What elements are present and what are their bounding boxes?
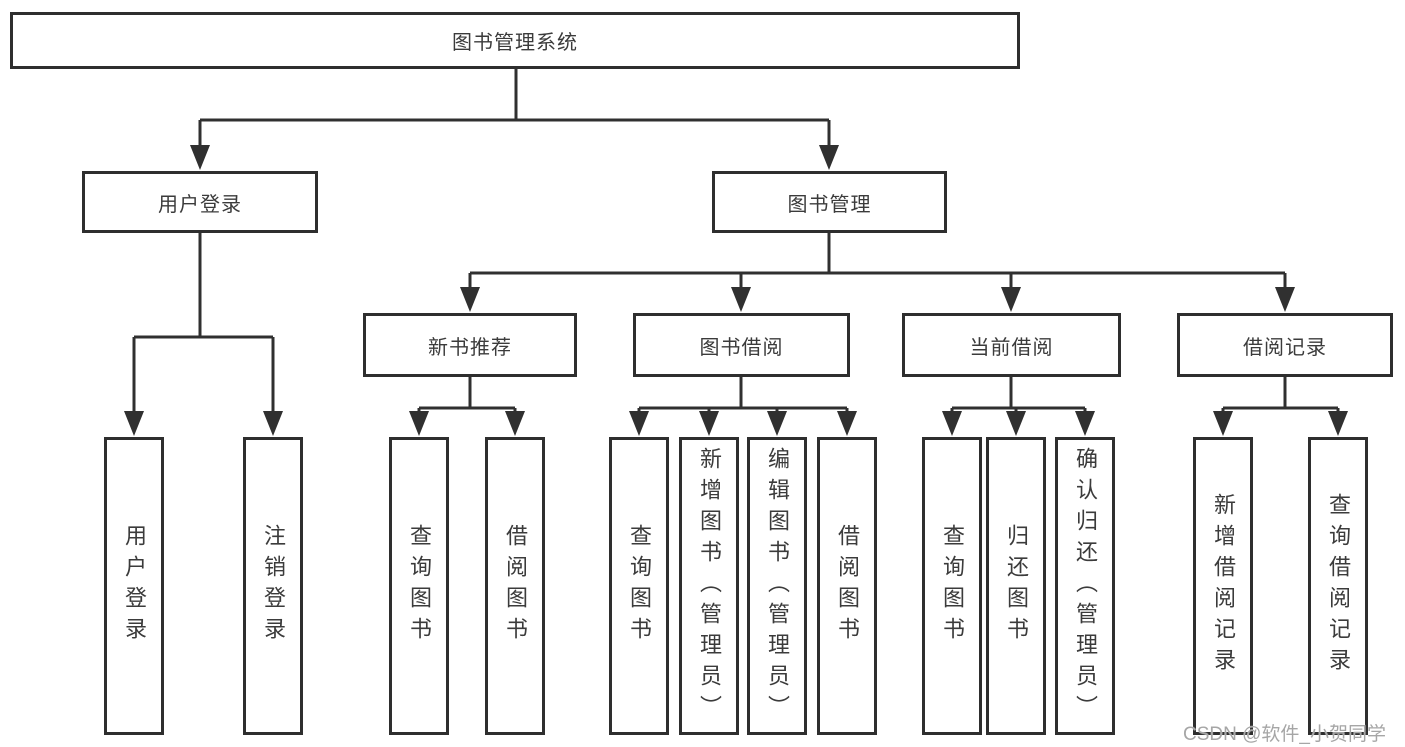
- node-root: 图书管理系统: [10, 12, 1020, 69]
- connector-paths: [132, 68, 1340, 414]
- leaf-query-books-borrowing-label: 查询图书: [627, 524, 652, 648]
- leaf-add-books-admin-label: 新增图书（管理员）: [697, 446, 722, 726]
- leaf-user-login-label: 用户登录: [122, 524, 147, 648]
- node-borrowing-records: 借阅记录: [1177, 313, 1393, 377]
- leaf-edit-books-admin-label: 编辑图书（管理员）: [765, 446, 790, 726]
- leaf-add-books-admin: 新增图书（管理员）: [679, 437, 739, 735]
- leaf-confirm-return-admin: 确认归还（管理员）: [1055, 437, 1115, 735]
- leaf-add-borrow-record-label: 新增借阅记录: [1211, 493, 1236, 679]
- leaf-query-borrow-record-label: 查询借阅记录: [1326, 493, 1351, 679]
- csdn-watermark: CSDN @软件_小贺同学: [1183, 724, 1386, 745]
- leaf-logout-label: 注销登录: [261, 524, 286, 648]
- node-book-management: 图书管理: [712, 171, 947, 233]
- node-root-label: 图书管理系统: [452, 32, 578, 54]
- node-book-borrowing-label: 图书借阅: [699, 336, 784, 359]
- node-new-book-recommend: 新书推荐: [363, 313, 577, 377]
- leaf-query-books-current: 查询图书: [922, 437, 982, 735]
- leaf-confirm-return-admin-label: 确认归还（管理员）: [1073, 446, 1098, 726]
- leaf-user-login: 用户登录: [104, 437, 164, 735]
- leaf-borrow-books-recommend: 借阅图书: [485, 437, 545, 735]
- leaf-borrow-books-borrowing: 借阅图书: [817, 437, 877, 735]
- node-user-login-label: 用户登录: [158, 193, 242, 216]
- leaf-return-books-label: 归还图书: [1004, 524, 1029, 648]
- arrowheads: [124, 145, 1348, 436]
- leaf-borrow-books-borrowing-label: 借阅图书: [835, 524, 860, 648]
- node-book-management-label: 图书管理: [787, 193, 872, 216]
- leaf-return-books: 归还图书: [986, 437, 1046, 735]
- node-new-book-recommend-label: 新书推荐: [428, 336, 512, 359]
- node-current-borrowing-label: 当前借阅: [969, 336, 1054, 359]
- leaf-query-books-borrowing: 查询图书: [609, 437, 669, 735]
- leaf-query-borrow-record: 查询借阅记录: [1308, 437, 1368, 735]
- leaf-borrow-books-recommend-label: 借阅图书: [503, 524, 528, 648]
- leaf-edit-books-admin: 编辑图书（管理员）: [747, 437, 807, 735]
- node-book-borrowing: 图书借阅: [633, 313, 850, 377]
- node-user-login: 用户登录: [82, 171, 318, 233]
- leaf-logout: 注销登录: [243, 437, 303, 735]
- node-borrowing-records-label: 借阅记录: [1243, 336, 1327, 359]
- leaf-query-books-recommend: 查询图书: [389, 437, 449, 735]
- node-current-borrowing: 当前借阅: [902, 313, 1121, 377]
- leaf-add-borrow-record: 新增借阅记录: [1193, 437, 1253, 735]
- leaf-query-books-recommend-label: 查询图书: [407, 524, 432, 648]
- leaf-query-books-current-label: 查询图书: [940, 524, 965, 648]
